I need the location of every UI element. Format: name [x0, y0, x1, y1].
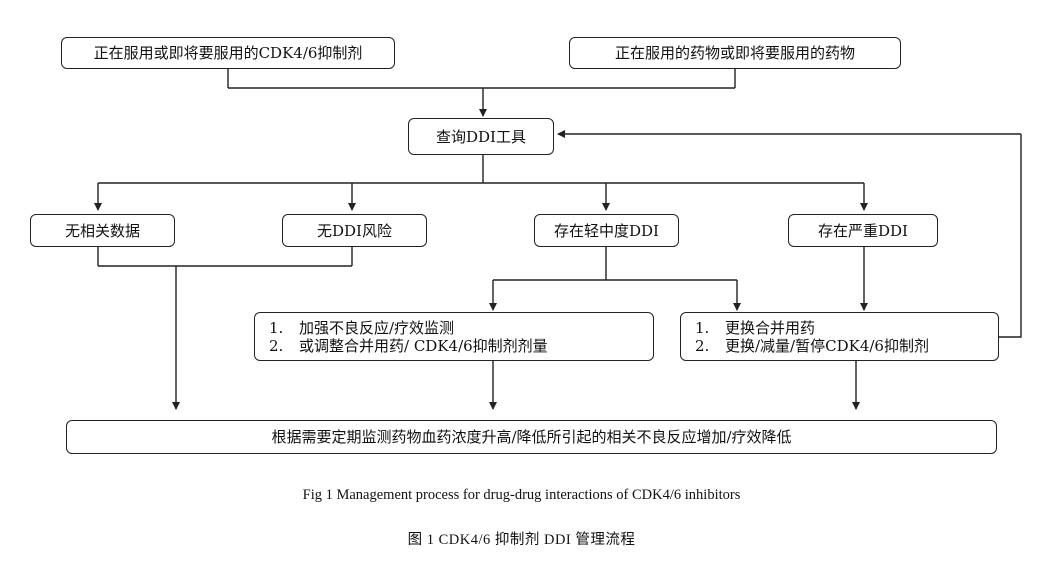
node-label: 无DDI风险 — [317, 221, 392, 240]
list-text: 或调整合并用药/ CDK4/6抑制剂剂量 — [299, 336, 548, 355]
node-label: 存在严重DDI — [818, 221, 908, 240]
node-label: 无相关数据 — [64, 221, 140, 240]
connector-feedback — [999, 134, 1022, 338]
node-current-drugs: 正在服用的药物或即将要服用的药物 — [569, 37, 901, 69]
node-label: 根据需要定期监测药物血药浓度升高/降低所引起的相关不良反应增加/疗效降低 — [271, 428, 792, 446]
list-number: 2. — [269, 336, 284, 355]
list-item: 1. 更换合并用药 — [695, 319, 815, 337]
node-label: 正在服用的药物或即将要服用的药物 — [614, 44, 855, 62]
node-label: 正在服用或即将要服用的CDK4/6抑制剂 — [93, 44, 363, 62]
node-severe-actions: 1. 更换合并用药 2. 更换/减量/暂停CDK4/6抑制剂 — [680, 312, 999, 361]
node-mild-moderate-ddi: 存在轻中度DDI — [534, 214, 679, 247]
list-text: 加强不良反应/疗效监测 — [299, 318, 455, 337]
node-severe-ddi: 存在严重DDI — [788, 214, 938, 247]
list-text: 更换合并用药 — [725, 318, 816, 337]
node-query-ddi-tool: 查询DDI工具 — [408, 118, 554, 155]
node-label: 存在轻中度DDI — [554, 221, 659, 240]
list-text: 更换/减量/暂停CDK4/6抑制剂 — [725, 336, 929, 355]
list-item: 2. 或调整合并用药/ CDK4/6抑制剂剂量 — [269, 337, 548, 355]
node-no-ddi-risk: 无DDI风险 — [282, 214, 427, 247]
node-mild-actions: 1. 加强不良反应/疗效监测 2. 或调整合并用药/ CDK4/6抑制剂剂量 — [254, 312, 654, 361]
node-label: 查询DDI工具 — [436, 127, 526, 146]
list-item: 1. 加强不良反应/疗效监测 — [269, 319, 454, 337]
figure-caption-english: Fig 1 Management process for drug-drug i… — [302, 487, 741, 503]
node-periodic-monitoring: 根据需要定期监测药物血药浓度升高/降低所引起的相关不良反应增加/疗效降低 — [66, 420, 997, 454]
list-number: 1. — [269, 318, 284, 337]
node-no-related-data: 无相关数据 — [30, 214, 175, 247]
list-number: 1. — [695, 318, 710, 337]
list-number: 2. — [695, 336, 710, 355]
list-item: 2. 更换/减量/暂停CDK4/6抑制剂 — [695, 337, 929, 355]
figure-caption-chinese: 图 1 CDK4/6 抑制剂 DDI 管理流程 — [407, 532, 636, 548]
node-current-cdk-inhibitor: 正在服用或即将要服用的CDK4/6抑制剂 — [61, 37, 395, 69]
